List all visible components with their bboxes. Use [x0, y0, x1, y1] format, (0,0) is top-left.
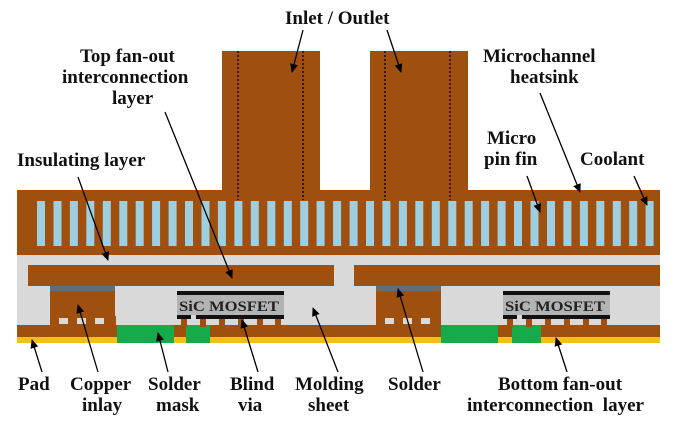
solder-mask [117, 325, 174, 343]
arrow-microchannel [539, 92, 581, 193]
arrow-insulating [77, 176, 110, 261]
coolant-channel [234, 201, 243, 246]
coolant-channel [398, 201, 407, 246]
coolant-channel [563, 201, 572, 246]
coolant-channel [382, 201, 391, 246]
coolant-channel [283, 201, 292, 246]
label-molding-sheet-line2: sheet [308, 395, 350, 416]
label-blind-via-line1: Blind [230, 374, 275, 395]
label-top-fanout-line3: layer [112, 88, 154, 109]
micro-pin-fin-array [37, 201, 654, 246]
coolant-channel [530, 201, 539, 246]
label-top-fanout-line1: Top fan-out [80, 46, 176, 67]
coolant-channel [514, 201, 522, 246]
arrow-inlet [290, 29, 304, 73]
label-molding-sheet-line1: Molding [295, 374, 364, 395]
arrow-coolant [633, 175, 648, 206]
bottom-fanout-layer [17, 325, 660, 337]
coolant-channel [86, 201, 95, 246]
label-solder-mask-line2: mask [156, 395, 200, 416]
coolant-channel [69, 201, 78, 246]
arrow-pad [30, 339, 43, 373]
coolant-channel [431, 201, 440, 246]
arrow-blind-via [240, 319, 259, 373]
coolant-channel [596, 201, 605, 246]
coolant-channel [185, 201, 193, 246]
bottom-fanout-segment [174, 325, 186, 337]
sic-mosfet-chip: SiC MOSFET [503, 291, 610, 327]
label-bottom-fanout-line2: interconnection layer [467, 395, 645, 416]
coolant-channel [497, 201, 506, 246]
coolant-channel [135, 201, 144, 246]
coolant-channel [579, 201, 588, 246]
chip-label: SiC MOSFET [179, 299, 279, 315]
arrow-solder-mask [156, 332, 169, 373]
label-microchannel-line2: heatsink [510, 67, 579, 88]
leader-lines [30, 29, 648, 373]
coolant-channel [152, 201, 161, 246]
coolant-channel [612, 201, 621, 246]
label-pad: Pad [18, 374, 50, 395]
coolant-channel [316, 201, 325, 246]
label-micro-pin-fin-line2: pin fin [484, 149, 538, 170]
arrow-copper-inlay [76, 304, 99, 373]
chip-label: SiC MOSFET [505, 299, 605, 315]
arrow-solder [396, 288, 424, 373]
label-micro-pin-fin-line1: Micro [487, 128, 536, 149]
label-solder: Solder [388, 374, 441, 395]
pad [17, 337, 660, 343]
arrow-outlet [386, 29, 403, 73]
coolant-channel [448, 201, 457, 246]
arrow-molding-sheet [312, 307, 339, 373]
coolant-channel [464, 201, 473, 246]
outlet-pipe [370, 51, 468, 191]
coolant-channel [349, 201, 358, 246]
bottom-fanout-segment [498, 325, 512, 337]
arrow-micro-pin-fin [526, 175, 542, 213]
label-bottom-fanout-line1: Bottom fan-out [498, 374, 623, 395]
coolant-channel [333, 201, 342, 246]
sic-mosfet-chip: SiC MOSFET [177, 291, 284, 327]
label-insulating-layer: Insulating layer [17, 150, 146, 171]
label-copper-inlay-line1: Copper [70, 374, 132, 395]
coolant-channel [547, 201, 555, 246]
label-microchannel-line1: Microchannel [483, 46, 596, 67]
solder-mask [512, 325, 541, 343]
coolant-channel [168, 201, 177, 246]
coolant-channel [37, 201, 45, 246]
coolant-channel [119, 201, 128, 246]
label-coolant: Coolant [580, 149, 645, 170]
coolant-channel [267, 201, 276, 246]
coolant-channel [201, 201, 210, 246]
solder-mask [441, 325, 498, 343]
label-inlet-outlet: Inlet / Outlet [285, 8, 390, 29]
coolant-channel [415, 201, 424, 246]
arrow-bottom-fanout [554, 337, 568, 373]
solder-mask [186, 325, 210, 343]
coolant-channel [300, 201, 309, 246]
label-solder-mask-line1: Solder [148, 374, 201, 395]
label-blind-via-line2: via [238, 395, 263, 416]
coolant-channel [250, 201, 259, 246]
label-top-fanout-line2: interconnection [62, 67, 189, 88]
coolant-channel [481, 201, 490, 246]
top-fanout-layer-right [354, 265, 660, 286]
label-copper-inlay-line2: inlay [82, 395, 123, 416]
coolant-channel [645, 201, 654, 246]
coolant-channel [629, 201, 638, 246]
coolant-channel [53, 201, 62, 246]
coolant-channel [217, 201, 226, 246]
coolant-channel [102, 201, 111, 246]
coolant-channel [366, 201, 374, 246]
arrow-top-fanout [164, 111, 233, 279]
inlet-pipe [222, 51, 320, 191]
copper-inlay-right [376, 286, 441, 326]
top-fanout-layer-left [28, 265, 334, 286]
